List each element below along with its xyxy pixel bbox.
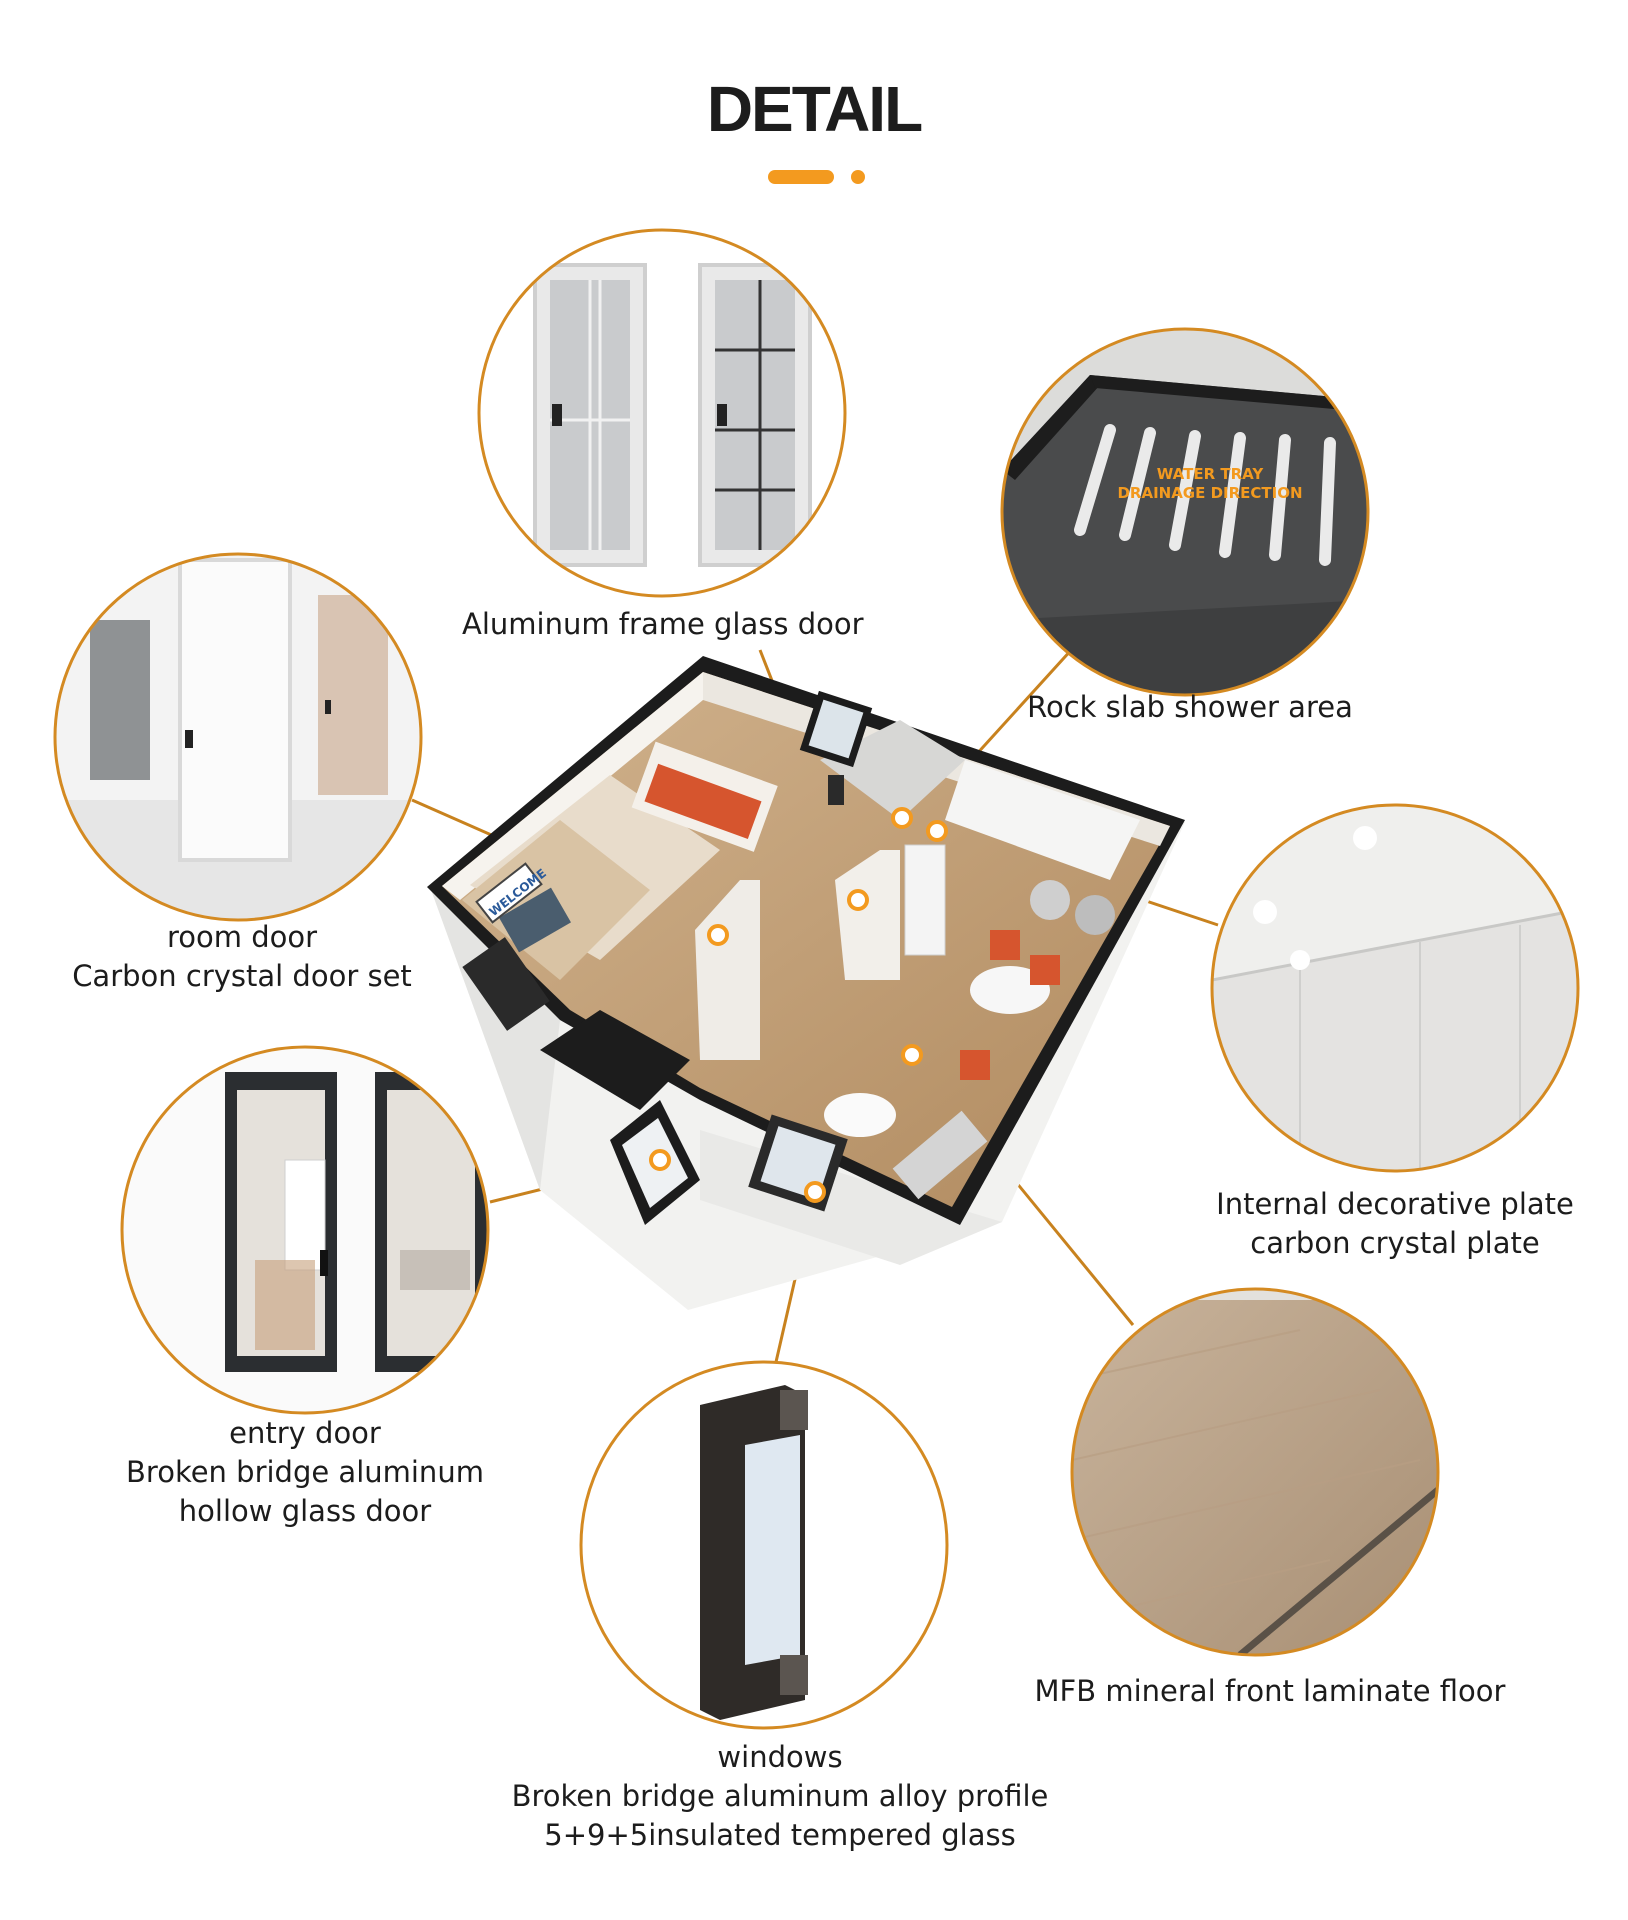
windows-label-line2: Broken bridge aluminum alloy profile	[511, 1779, 1049, 1813]
shower-overlay-line1: WATER TRAY	[1157, 465, 1265, 483]
floor-label-text: MFB mineral front laminate floor	[1034, 1674, 1506, 1708]
page-title: DETAIL	[706, 73, 923, 145]
shower-photo: WATER TRAY DRAINAGE DIRECTION	[1000, 327, 1370, 697]
title-accent-bar	[768, 170, 834, 184]
room-door-photo	[53, 552, 423, 922]
internal-plate-label: Internal decorative plate carbon crystal…	[1185, 1185, 1605, 1263]
room-door-label-line1: room door	[166, 920, 318, 954]
hotspot-windows	[804, 1181, 826, 1203]
hotspot-entry-door	[649, 1149, 671, 1171]
floor-label: MFB mineral front laminate floor	[1030, 1672, 1510, 1711]
hotspot-floor	[901, 1044, 923, 1066]
entry-door-label-line2: Broken bridge aluminum	[126, 1455, 484, 1489]
shower-label: Rock slab shower area	[1020, 688, 1360, 727]
hotspot-markers	[649, 807, 948, 1203]
windows-label: windows Broken bridge aluminum alloy pro…	[500, 1738, 1060, 1855]
glass-door-label-text: Aluminum frame glass door	[462, 607, 864, 641]
title-accent-dot	[851, 170, 865, 184]
entry-door-label-line3: hollow glass door	[178, 1494, 432, 1528]
internal-plate-label-line1: Internal decorative plate	[1216, 1187, 1574, 1221]
entry-door-label: entry door Broken bridge aluminum hollow…	[105, 1414, 505, 1531]
hotspot-room-door	[707, 924, 729, 946]
room-door-label: room door Carbon crystal door set	[42, 918, 442, 996]
windows-label-line1: windows	[717, 1740, 843, 1774]
floor-photo	[1070, 1287, 1440, 1657]
windows-photo	[579, 1360, 949, 1730]
shower-overlay-line2: DRAINAGE DIRECTION	[1117, 484, 1302, 502]
house-illustration: WELCOME	[427, 656, 1185, 1310]
internal-plate-label-line2: carbon crystal plate	[1250, 1226, 1540, 1260]
entry-door-label-line1: entry door	[229, 1416, 381, 1450]
hotspot-shower	[891, 807, 913, 829]
hotspot-glass-door	[847, 889, 869, 911]
entry-door-photo	[120, 1045, 490, 1415]
glass-door-photo	[477, 228, 847, 598]
room-door-label-line2: Carbon crystal door set	[72, 959, 412, 993]
glass-door-label: Aluminum frame glass door	[462, 605, 864, 644]
windows-label-line3: 5+9+5insulated tempered glass	[544, 1818, 1016, 1852]
internal-plate-photo	[1210, 803, 1580, 1173]
shower-label-text: Rock slab shower area	[1027, 690, 1353, 724]
hotspot-internal-plate	[926, 820, 948, 842]
